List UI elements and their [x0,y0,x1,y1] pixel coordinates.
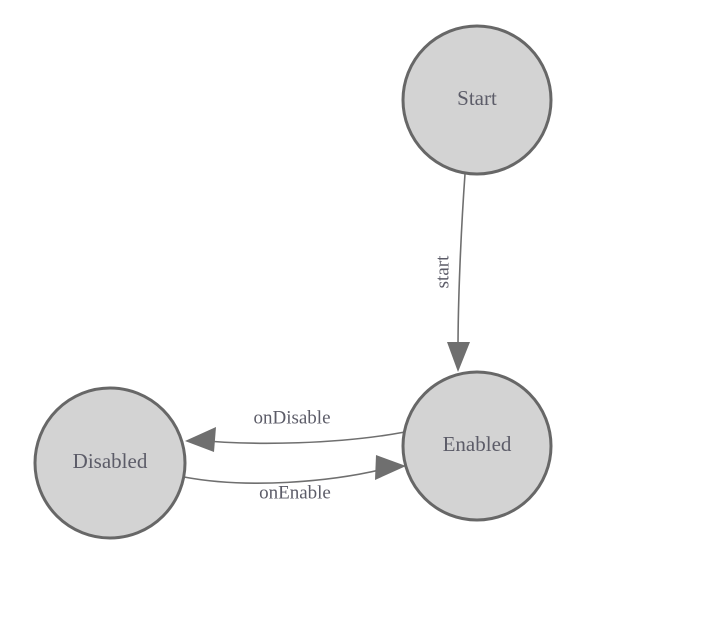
edge-enabled-to-disabled-line [195,431,406,445]
edge-start-to-enabled-line [457,173,466,351]
edge-disabled-to-enabled-line [183,468,385,484]
edge-enabled-to-disabled[interactable]: onDisable [185,407,406,452]
edge-disabled-to-enabled[interactable]: onEnable [183,455,406,503]
node-disabled-circle [33,386,187,540]
node-enabled-circle [401,370,553,522]
arrowhead-into-enabled-top [447,342,470,372]
edge-label-onenable: onEnable [259,482,331,503]
edge-label-start: start [432,255,453,288]
edge-start-to-enabled[interactable]: start [432,173,470,372]
node-disabled-label: Disabled [73,449,148,473]
node-start-label: Start [457,86,497,110]
arrowhead-into-disabled [185,427,216,452]
edge-label-ondisable: onDisable [253,407,330,428]
arrowhead-into-enabled-side [375,455,406,480]
node-start-circle [401,24,553,176]
node-start[interactable]: Start [401,24,553,176]
node-enabled[interactable]: Enabled [401,370,553,522]
node-enabled-label: Enabled [443,432,512,456]
node-disabled[interactable]: Disabled [33,386,187,540]
